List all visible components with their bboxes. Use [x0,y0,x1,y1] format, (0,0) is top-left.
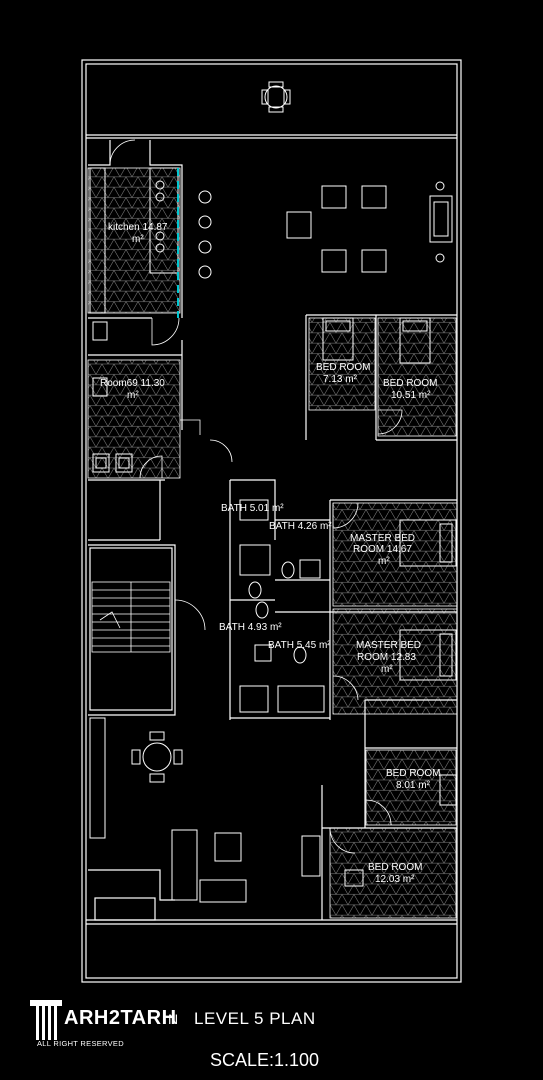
north-mark: N [168,1011,179,1027]
interior-walls [88,140,457,921]
kitchen-label: kitchen 14.87 [108,222,168,233]
bath3-label: BATH 4.93 m² [219,622,282,633]
tarh2tarh-logo-icon [30,1000,62,1040]
bed1-area: 7.13 m² [323,374,358,385]
lower-furniture [89,717,321,903]
floor-hatch [87,167,458,919]
master2-label: MASTER BED [356,640,421,651]
room69-unit: m² [127,390,139,401]
bath2-label: BATH 4.26 m² [269,521,332,532]
bed2-area: 10.51 m² [391,390,431,401]
master1-line2: ROOM 14.67 [353,544,412,555]
bed4-label: BED ROOM [368,862,422,873]
room-labels: kitchen 14.87 m² Room69 11.30 m² BED ROO… [100,222,440,885]
stairs [91,581,171,653]
balcony-table-icon [261,81,291,113]
room69-label: Room69 11.30 [100,378,165,389]
bath-fixtures [239,499,325,713]
outer-walls [81,59,462,983]
bed3-area: 8.01 m² [396,780,431,791]
room69-furniture [92,321,133,473]
master2-line2: ROOM 12.83 [357,652,416,663]
logo-tagline: ALL RIGHT RESERVED [37,1039,124,1048]
master1-label: MASTER BED [350,533,415,544]
plan-scale: SCALE:1.100 [210,1050,320,1070]
bed2-label: BED ROOM [383,378,437,389]
bath1-label: BATH 5.01 m² [221,503,284,514]
bed3-label: BED ROOM [386,768,440,779]
door-swings [109,139,403,854]
plan-title: LEVEL 5 PLAN [194,1009,316,1028]
kitchen-unit: m² [132,234,144,245]
kitchen-fixtures [89,167,212,318]
master2-unit: m² [381,664,393,675]
bed1-label: BED ROOM [316,362,370,373]
living-furniture [286,181,453,273]
bed-fixtures [322,317,457,887]
master1-unit: m² [378,556,390,567]
bed4-area: 12.03 m² [375,874,415,885]
logo-name: ARH2TARH [64,1007,177,1029]
bath4-label: BATH 5.45 m² [268,640,331,651]
